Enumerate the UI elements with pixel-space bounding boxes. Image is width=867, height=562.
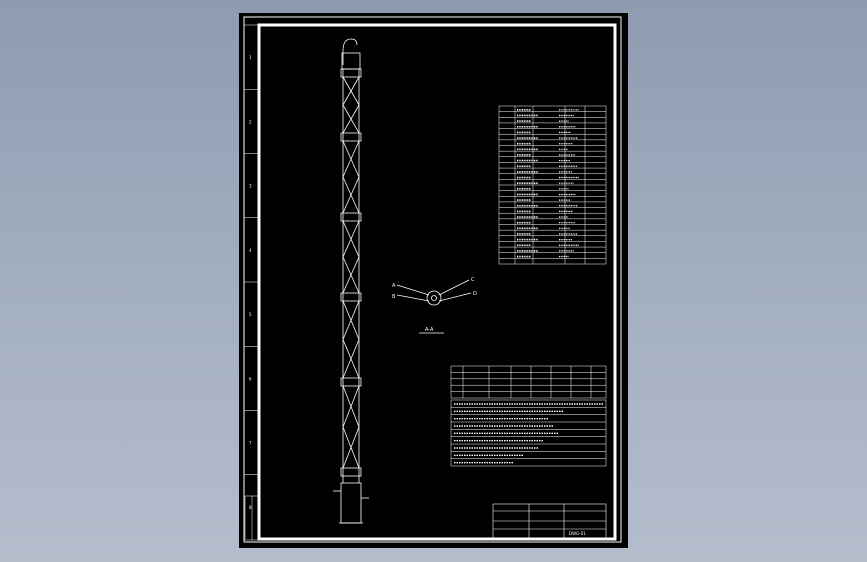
nozzle-table	[498, 105, 607, 265]
tower-brace	[342, 385, 360, 428]
drawing-sheet: 1 2 3 4 5 6 7 8 A B C D A-A	[239, 13, 628, 548]
tower-flange	[340, 292, 362, 302]
tower-brace	[342, 104, 360, 134]
detail-view	[396, 279, 472, 334]
tower-brace	[342, 339, 360, 379]
tower-skirt	[340, 482, 362, 524]
tower-top-hook	[342, 38, 358, 52]
tower-brace	[342, 176, 360, 214]
tower-elevation	[333, 38, 369, 524]
zone-label: 4	[249, 248, 252, 253]
tower-brace	[342, 140, 360, 178]
zone-markers: 1 2 3 4 5 6 7 8	[244, 24, 259, 510]
technical-requirements	[450, 399, 607, 467]
detail-label-d: D	[473, 291, 477, 297]
zone-label: 5	[249, 312, 252, 317]
tower-brace	[342, 256, 360, 294]
revision-strip	[244, 495, 260, 541]
tower-brace	[342, 300, 360, 340]
drawing-number: DWG-01	[569, 531, 586, 536]
cad-drawing: 1 2 3 4 5 6 7 8 A B C D A-A	[243, 16, 622, 543]
detail-caption: A-A	[425, 327, 434, 333]
inner-frame	[257, 23, 617, 541]
zone-label: 8	[249, 505, 252, 510]
tower-flange	[340, 377, 362, 387]
tower-flange	[340, 467, 362, 477]
technical-data-table	[450, 365, 607, 399]
detail-ring-inner	[431, 295, 437, 301]
tower-flange	[340, 212, 362, 222]
tower-flange	[340, 132, 362, 142]
tower-brace	[342, 220, 360, 258]
detail-line-left-top	[396, 284, 430, 296]
tower-head	[341, 52, 361, 70]
detail-line-left-bottom	[396, 294, 430, 302]
tower-brace	[342, 76, 360, 106]
zone-label: 3	[249, 184, 252, 189]
zone-label: 6	[249, 376, 252, 381]
outer-frame	[243, 16, 622, 543]
tower-brace	[342, 426, 360, 469]
detail-label-b: B	[392, 294, 396, 300]
detail-label-c: C	[471, 277, 475, 283]
detail-line-right-bottom	[438, 292, 472, 302]
detail-line-right-top	[438, 279, 470, 296]
detail-label-a: A	[392, 283, 396, 289]
title-block	[492, 503, 607, 539]
detail-ring-outer	[426, 290, 442, 306]
zone-label: 2	[249, 119, 252, 124]
zone-label: 7	[249, 441, 252, 446]
zone-label: 1	[249, 55, 252, 60]
tower-flange	[340, 68, 362, 78]
